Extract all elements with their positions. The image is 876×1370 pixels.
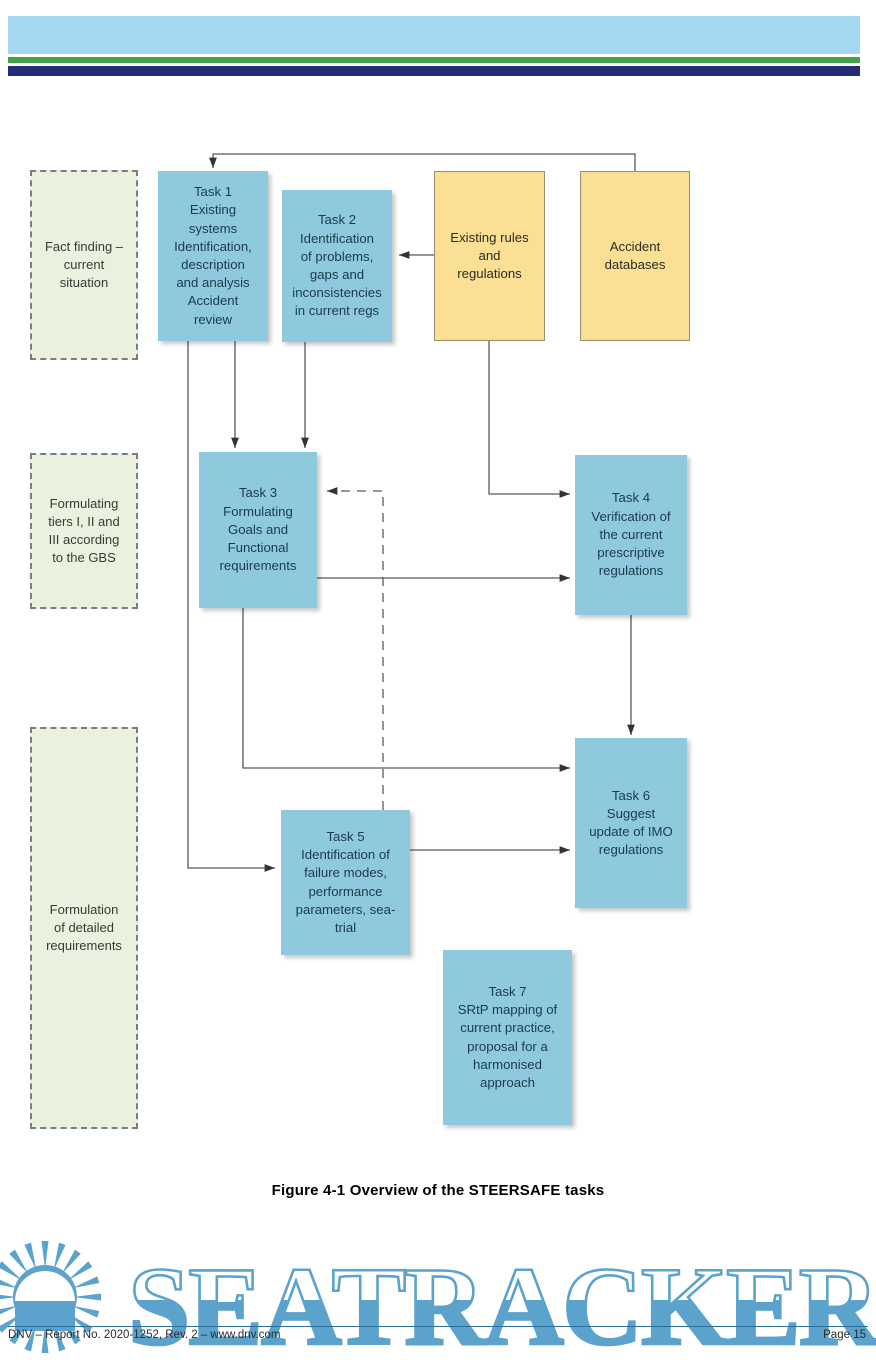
phase-box-detailed-requirements: Formulation of detailed requirements <box>30 727 138 1129</box>
connector-layer <box>187 153 636 872</box>
watermark-text-outline: SEATRACKER.RU <box>128 1245 876 1369</box>
task-label: Task 6 Suggest update of IMO regulations <box>589 787 673 858</box>
task-box-3[interactable]: Task 3 Formulating Goals and Functional … <box>199 452 317 608</box>
edge-rules-to-task4 <box>488 341 570 498</box>
task-label: Task 4 Verification of the current presc… <box>591 490 671 579</box>
page-footer: DNV – Report No. 2020-1252, Rev. 2 – www… <box>0 1326 876 1348</box>
edge-task1-to-task5 <box>187 341 275 872</box>
phase-box-tiers: Formulating tiers I, II and III accordin… <box>30 453 138 609</box>
footer-page-number: Page 15 <box>823 1329 866 1341</box>
input-label: Accident databases <box>604 238 666 272</box>
input-box-existing-rules[interactable]: Existing rules and regulations <box>434 171 545 341</box>
input-box-accident-databases[interactable]: Accident databases <box>580 171 690 341</box>
task-label: Task 7 SRtP mapping of current practice,… <box>457 983 558 1090</box>
task-box-6[interactable]: Task 6 Suggest update of IMO regulations <box>575 738 687 908</box>
task-box-2[interactable]: Task 2 Identification of problems, gaps … <box>282 190 392 342</box>
phase-label: Formulating tiers I, II and III accordin… <box>48 496 120 565</box>
task-label: Task 1 Existing systems Identification, … <box>174 184 252 327</box>
figure-diagram: Fact finding – current situation Formula… <box>30 153 690 1129</box>
figure-caption: Figure 4-1 Overview of the STEERSAFE tas… <box>271 1182 605 1199</box>
task-box-5[interactable]: Task 5 Identification of failure modes, … <box>281 810 410 955</box>
task-label: Task 3 Formulating Goals and Functional … <box>219 485 297 574</box>
task-label: Task 5 Identification of failure modes, … <box>295 828 396 935</box>
edge-task5-feedback-to-task3 <box>327 487 384 810</box>
task-box-4[interactable]: Task 4 Verification of the current presc… <box>575 455 687 615</box>
header-band-green <box>8 57 860 63</box>
task-label: Task 2 Identification of problems, gaps … <box>292 212 382 319</box>
task-box-7[interactable]: Task 7 SRtP mapping of current practice,… <box>443 950 572 1125</box>
task-box-1[interactable]: Task 1 Existing systems Identification, … <box>158 171 268 341</box>
edge-task3-to-task6 <box>242 608 570 772</box>
header-band-blue <box>8 16 860 54</box>
header-band-navy <box>8 66 860 76</box>
watermark-text-fill: SEATRACKER.RU <box>128 1245 876 1369</box>
edge-accidentdb-to-task1 <box>209 153 636 171</box>
input-label: Existing rules and regulations <box>450 229 529 282</box>
footer-rule <box>8 1326 868 1327</box>
phase-box-fact-finding: Fact finding – current situation <box>30 170 138 360</box>
phase-label: Formulation of detailed requirements <box>46 902 122 953</box>
phase-label: Fact finding – current situation <box>44 239 124 290</box>
footer-report-info: DNV – Report No. 2020-1252, Rev. 2 – www… <box>8 1329 281 1341</box>
